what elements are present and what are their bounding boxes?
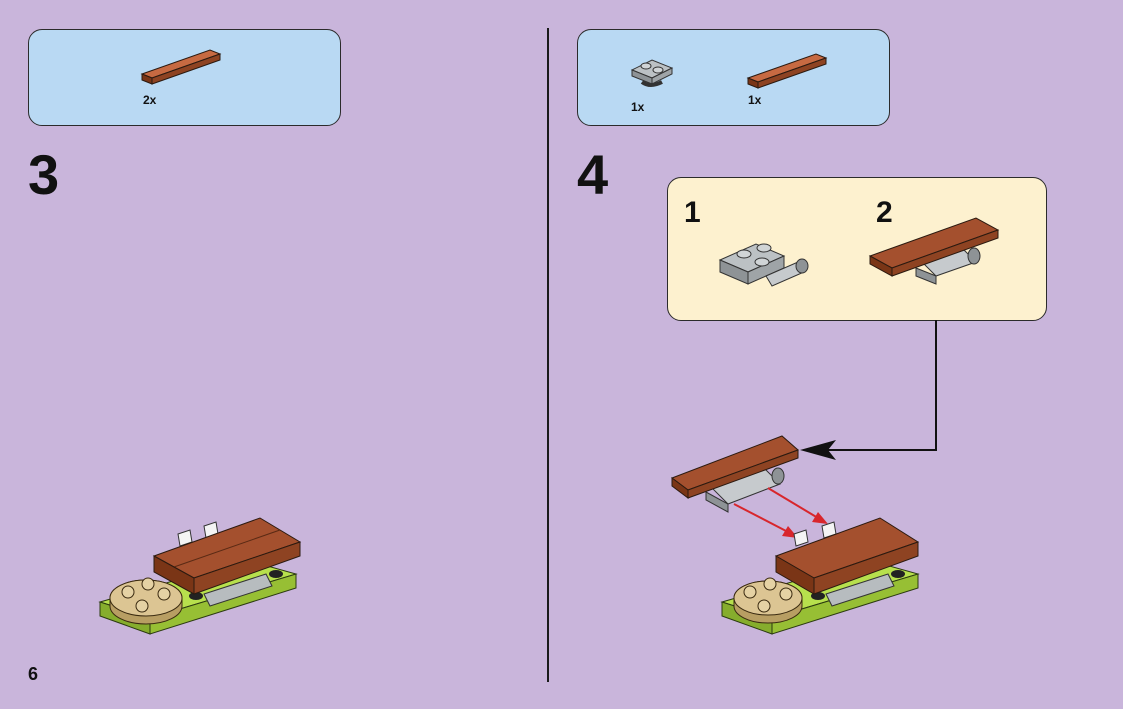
part-quantity: 2x	[143, 93, 157, 107]
parts-list-step-3: 2x	[28, 29, 341, 126]
step-number: 4	[577, 143, 609, 206]
page-number: 6	[28, 664, 39, 684]
substep-number: 2	[876, 196, 893, 229]
part-quantity: 1x	[748, 93, 762, 107]
step-number: 3	[28, 143, 60, 206]
callout-arrow	[800, 320, 937, 460]
assembly-step-4-model	[670, 435, 920, 635]
parts-list-step-4: 1x 1x	[577, 29, 890, 126]
bench-subassembly-icon	[868, 217, 1000, 285]
red-arrow	[767, 487, 828, 524]
assembled-model-step-3	[98, 517, 302, 635]
brown-tile-icon	[746, 53, 828, 89]
brown-tile-icon	[140, 49, 222, 85]
gray-plate-with-bar-icon	[718, 243, 809, 287]
substep-number: 1	[684, 196, 701, 229]
gray-plate-icon	[630, 59, 674, 87]
page-divider	[547, 28, 549, 682]
red-arrow	[733, 503, 798, 538]
subassembly-box: 1 2	[667, 177, 1047, 321]
part-quantity: 1x	[631, 100, 645, 114]
